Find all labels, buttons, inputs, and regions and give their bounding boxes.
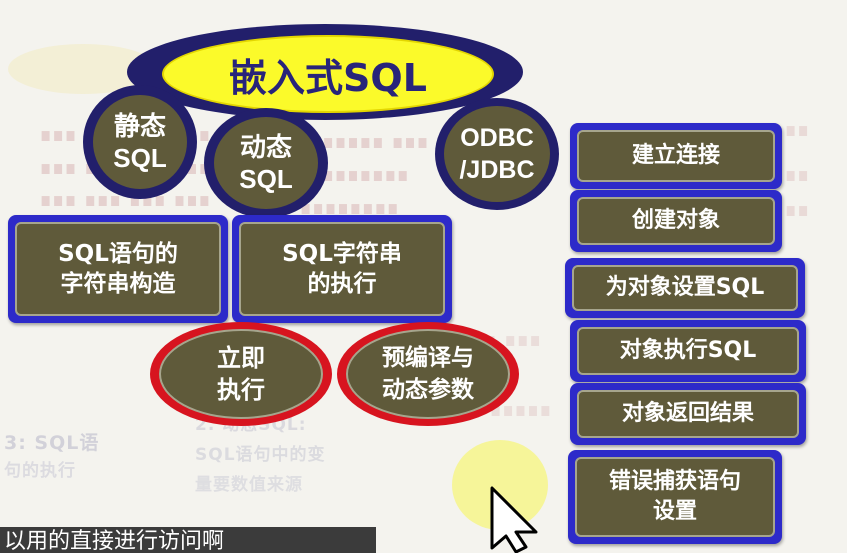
- immediate-exec-label: 立即 执行: [217, 344, 265, 404]
- odbc-step-5-label: 对象返回结果: [621, 401, 754, 426]
- string-build-box: SQL语句的 字符串构造: [8, 215, 228, 323]
- prepared-exec-node: 预编译与 动态参数: [337, 322, 519, 426]
- ghost-text-row: ∎∎: [785, 120, 810, 141]
- string-exec-label: SQL字符串 的执行: [282, 241, 402, 297]
- odbc-step-2-inner: 创建对象: [577, 197, 775, 245]
- dynamic-sql-inner: 动态 SQL: [214, 117, 318, 209]
- static-sql-label: 静态 SQL: [113, 111, 167, 173]
- dynamic-sql-node: 动态 SQL: [204, 108, 328, 218]
- dynamic-sql-label: 动态 SQL: [239, 132, 293, 194]
- prepared-exec-label: 预编译与 动态参数: [382, 345, 474, 403]
- odbc-step-3-inner: 为对象设置SQL: [572, 265, 798, 311]
- ghost-left-label: 3: SQL语: [4, 432, 100, 454]
- static-sql-node: 静态 SQL: [83, 85, 197, 199]
- odbc-step-2: 创建对象: [570, 190, 782, 252]
- string-build-label: SQL语句的 字符串构造: [58, 241, 178, 297]
- immediate-exec-node: 立即 执行: [150, 322, 332, 426]
- ghost-text-row: ∎∎: [785, 165, 810, 186]
- odbc-jdbc-label: ODBC /JDBC: [459, 124, 535, 184]
- subtitle-caption-text: 以用的直接进行访问啊: [4, 529, 225, 553]
- odbc-step-6: 错误捕获语句 设置: [568, 450, 782, 544]
- subtitle-caption: 以用的直接进行访问啊: [0, 527, 376, 553]
- odbc-step-5: 对象返回结果: [570, 383, 806, 445]
- odbc-jdbc-inner: ODBC /JDBC: [444, 106, 550, 202]
- odbc-step-2-label: 创建对象: [631, 208, 720, 233]
- odbc-step-3: 为对象设置SQL: [565, 258, 805, 318]
- odbc-step-6-label: 错误捕获语句 设置: [608, 469, 741, 524]
- ghost-text-row: ∎∎∎ ∎∎∎ ∎∎∎ ∎∎∎: [40, 190, 212, 211]
- ghost-left-label-2: 句的执行: [4, 461, 76, 481]
- odbc-step-4-label: 对象执行SQL: [619, 338, 757, 363]
- ghost-text-row: ∎∎: [785, 200, 810, 221]
- string-exec-box: SQL字符串 的执行: [232, 215, 452, 323]
- root-node: 嵌入式SQL: [162, 35, 494, 113]
- odbc-step-4: 对象执行SQL: [570, 320, 806, 382]
- odbc-step-1-inner: 建立连接: [577, 130, 775, 182]
- static-sql-inner: 静态 SQL: [93, 95, 187, 189]
- root-node-label: 嵌入式SQL: [229, 55, 427, 100]
- ghost-text-row: ∎∎∎∎∎∎∎∎: [300, 198, 400, 219]
- ghost-text-row: ∎∎∎∎∎∎ ∎∎∎: [310, 132, 430, 153]
- string-build-inner: SQL语句的 字符串构造: [15, 222, 221, 316]
- odbc-step-1: 建立连接: [570, 123, 782, 189]
- ghost-mid-line-2: 量要数值来源: [195, 475, 303, 495]
- string-exec-inner: SQL字符串 的执行: [239, 222, 445, 316]
- odbc-step-6-inner: 错误捕获语句 设置: [575, 457, 775, 537]
- odbc-step-4-inner: 对象执行SQL: [577, 327, 799, 375]
- ghost-mid-line-1: SQL语句中的变: [195, 445, 326, 465]
- prepared-exec-inner: 预编译与 动态参数: [346, 329, 510, 419]
- immediate-exec-inner: 立即 执行: [159, 329, 323, 419]
- odbc-step-3-label: 为对象设置SQL: [605, 275, 765, 300]
- odbc-step-1-label: 建立连接: [631, 143, 720, 168]
- ghost-text-row: ∎∎∎∎∎∎∎∎: [310, 165, 410, 186]
- mouse-pointer-icon: [490, 486, 538, 553]
- odbc-jdbc-node: ODBC /JDBC: [435, 98, 559, 210]
- odbc-step-5-inner: 对象返回结果: [577, 390, 799, 438]
- ghost-text-row: ∎∎∎∎∎: [490, 400, 553, 421]
